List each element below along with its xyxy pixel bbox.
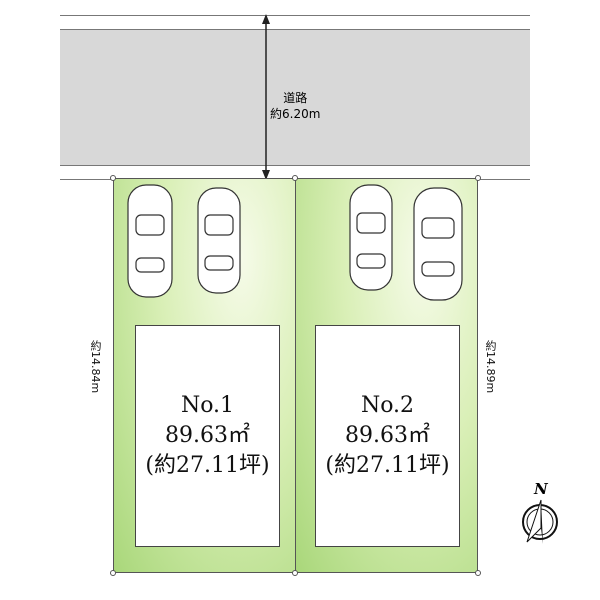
lot-2-side-length: 約14.89m [484, 340, 497, 394]
road-label: 道路 約6.20m [270, 90, 320, 122]
car-icon [349, 184, 393, 291]
boundary-marker [110, 570, 116, 576]
car-icon [127, 184, 173, 298]
lot-area-tsubo: (約27.11坪) [325, 453, 450, 478]
car-icon [413, 187, 463, 301]
boundary-marker [110, 175, 116, 181]
boundary-marker [475, 175, 481, 181]
building-2: No.2 89.63㎡ (約27.11坪) [315, 325, 460, 547]
boundary-marker [292, 570, 298, 576]
compass-north-label: N [534, 480, 548, 498]
road-name: 道路 [283, 91, 308, 105]
road-width-dimension-arrow [262, 14, 270, 180]
road-width: 約6.20m [270, 107, 321, 121]
lot-number: No.2 [360, 393, 415, 418]
car-icon [197, 187, 241, 294]
lot-number: No.1 [180, 393, 235, 418]
compass-icon [522, 499, 558, 544]
lot-area-m2: 89.63㎡ [165, 423, 250, 448]
boundary-marker [292, 175, 298, 181]
road [60, 15, 530, 180]
lot-1-side-length: 約14.84m [89, 340, 102, 394]
lot-area-tsubo: (約27.11坪) [145, 453, 270, 478]
lot-area-m2: 89.63㎡ [345, 423, 430, 448]
building-1: No.1 89.63㎡ (約27.11坪) [135, 325, 280, 547]
boundary-marker [475, 570, 481, 576]
